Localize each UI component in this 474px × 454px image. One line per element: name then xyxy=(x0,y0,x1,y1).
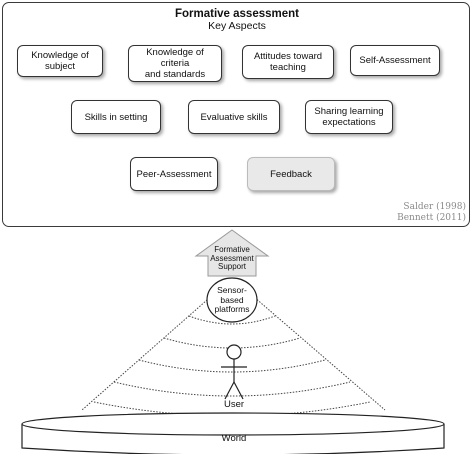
knowledge-of-criteria-box: Knowledge of criteria and standards xyxy=(128,45,222,82)
sensor-platform-circle xyxy=(206,277,258,323)
citation-bennett: Bennett (2011) xyxy=(397,213,466,223)
knowledge-of-subject-box: Knowledge of subject xyxy=(17,45,103,77)
support-arrow-label: Formative Assessment Support xyxy=(210,245,254,271)
user-label: User xyxy=(223,399,245,410)
panel-subtitle: Key Aspects xyxy=(208,20,266,32)
peer-assessment-box: Peer-Assessment xyxy=(130,157,218,191)
panel-title: Formative assessment xyxy=(174,8,299,20)
skills-in-setting-box: Skills in setting xyxy=(71,100,161,134)
self-assessment-box: Self-Assessment xyxy=(350,45,440,76)
world-label: World xyxy=(221,433,247,444)
evaluative-skills-box: Evaluative skills xyxy=(188,100,280,134)
citation-sadler: Salder (1998) xyxy=(403,202,466,212)
world-platform xyxy=(21,412,445,454)
sharing-learning-expectations-box: Sharing learning expectations xyxy=(305,100,393,134)
attitudes-toward-teaching-box: Attitudes toward teaching xyxy=(242,45,334,79)
support-arrow xyxy=(194,229,270,277)
user-figure xyxy=(221,344,247,400)
sensor-platform-label: Sensor- based platforms xyxy=(214,285,250,314)
feedback-box: Feedback xyxy=(247,157,335,191)
